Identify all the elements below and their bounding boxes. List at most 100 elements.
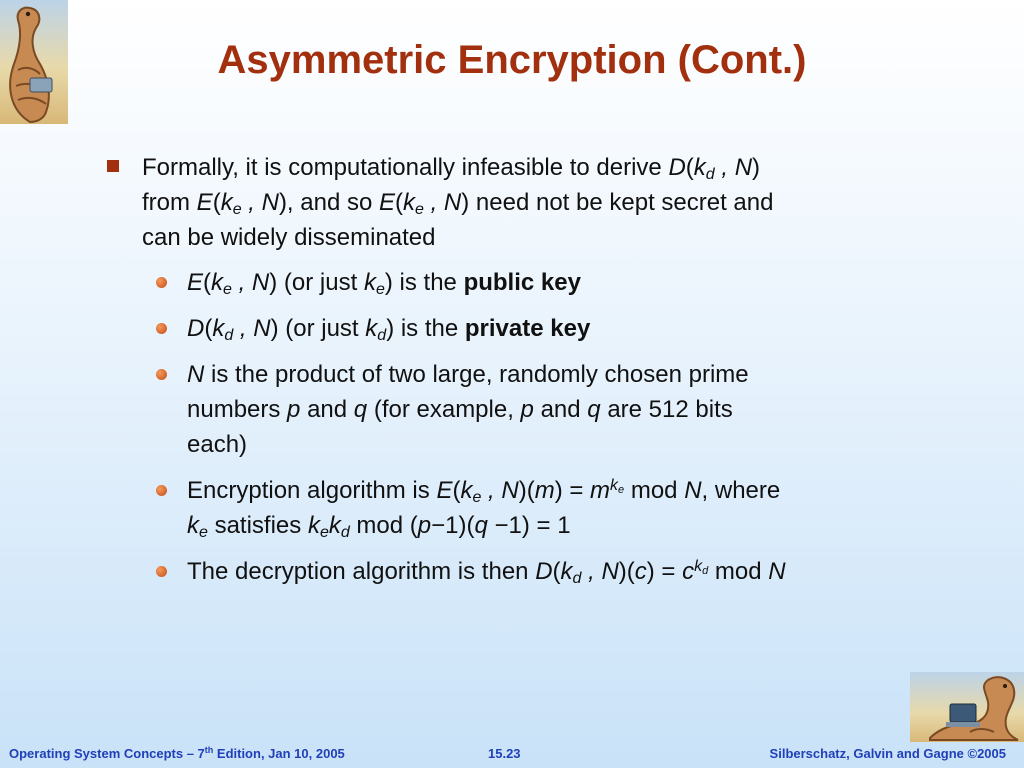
text: p (520, 396, 534, 423)
text: mod (624, 477, 685, 504)
text: e (319, 524, 329, 541)
text: , N (423, 189, 462, 216)
text: ( (552, 558, 561, 585)
text: D (668, 154, 686, 181)
text: −1)( (431, 512, 475, 539)
subbullet-public-key: E(ke , N) (or just ke) is the public key (102, 265, 922, 300)
footer-authors: Silberschatz, Galvin and Gagne ©2005 (769, 746, 1006, 761)
text: m (534, 477, 555, 504)
text: k (694, 558, 703, 575)
text: k (365, 315, 378, 342)
round-bullet-icon (156, 485, 167, 496)
text: can be widely disseminated (142, 224, 436, 251)
text: c (634, 558, 647, 585)
text: The decryption algorithm is then (187, 558, 536, 585)
text: )( (518, 477, 535, 504)
footer-page-number: 15.23 (488, 746, 521, 761)
text: ) (or just (270, 315, 366, 342)
text: k (363, 269, 376, 296)
text: ) (or just (269, 269, 364, 296)
text: ( (395, 189, 404, 216)
text: are 512 bits (600, 396, 733, 423)
text: N (187, 361, 205, 388)
text: d (340, 524, 350, 541)
text: private key (464, 315, 591, 342)
text: Operating System Concepts – 7 (9, 746, 205, 761)
text: mod (708, 558, 769, 585)
dinosaur-logo-icon (0, 0, 68, 124)
text: , N (233, 315, 271, 342)
text: public key (463, 269, 581, 296)
text: m (590, 477, 611, 504)
text: d (705, 166, 715, 183)
text: satisfies (207, 512, 308, 539)
text: d (702, 565, 709, 577)
text: E (196, 189, 213, 216)
text: Encryption algorithm is (187, 477, 437, 504)
text: mod ( (349, 512, 418, 539)
text: ) is the (386, 315, 465, 342)
text: k (693, 154, 706, 181)
text: ) need not be kept secret and (461, 189, 774, 216)
slide-title: Asymmetric Encryption (Cont.) (217, 38, 807, 82)
text: from (142, 189, 197, 216)
text: k (560, 558, 573, 585)
text: ), and so (278, 189, 379, 216)
text: N (768, 558, 786, 585)
text: e (415, 201, 424, 218)
text: ( (212, 189, 221, 216)
round-bullet-icon (156, 369, 167, 380)
text: D (187, 315, 205, 342)
text: q (587, 396, 601, 423)
text: q (353, 396, 368, 423)
text: Formally, it is computationally infeasib… (142, 154, 669, 181)
dinosaur-laptop-icon (910, 672, 1024, 742)
text: k (187, 512, 199, 539)
text: ( (203, 269, 212, 296)
text: c (682, 558, 695, 585)
text: k (220, 189, 233, 216)
text: , N (241, 189, 279, 216)
text: , N (231, 269, 270, 296)
text: each) (187, 431, 248, 458)
text: k (460, 477, 473, 504)
slide-content: Formally, it is computationally infeasib… (102, 150, 922, 589)
text: e (223, 281, 232, 298)
text: numbers (187, 396, 288, 423)
text: Edition, Jan 10, 2005 (213, 746, 345, 761)
text: th (204, 745, 214, 755)
text: ) = (646, 558, 683, 585)
text: k (328, 512, 341, 539)
text: ( (685, 154, 694, 181)
subbullet-decryption-algorithm: The decryption algorithm is then D(kd , … (102, 554, 922, 589)
text: e (472, 489, 482, 506)
text: k (211, 269, 224, 296)
round-bullet-icon (156, 323, 167, 334)
text: ( (452, 477, 461, 504)
text: k (610, 477, 619, 494)
subbullet-encryption-algorithm: Encryption algorithm is E(ke , N)(m) = m… (102, 473, 922, 543)
text: d (377, 327, 387, 344)
text: k (307, 512, 320, 539)
subbullet-n-product: N is the product of two large, randomly … (102, 357, 922, 462)
text: p (417, 512, 432, 539)
text: k (212, 315, 225, 342)
text: p (287, 396, 301, 423)
footer-book-title: Operating System Concepts – 7th Edition,… (9, 745, 345, 762)
bullet-formal-infeasibility: Formally, it is computationally infeasib… (102, 150, 922, 255)
text: −1) = 1 (487, 512, 571, 539)
text: , where (701, 477, 781, 504)
text: q (474, 512, 488, 539)
text: , N (481, 477, 519, 504)
text: d (572, 570, 582, 587)
text: (for example, (367, 396, 521, 423)
text: N (684, 477, 702, 504)
text: e (232, 201, 242, 218)
subbullet-private-key: D(kd , N) (or just kd) is the private ke… (102, 311, 922, 346)
text: ) = (554, 477, 591, 504)
text: ( (204, 315, 213, 342)
text: E (436, 477, 453, 504)
text: ) is the (384, 269, 464, 296)
text: ) (752, 154, 761, 181)
text: , N (714, 154, 753, 181)
